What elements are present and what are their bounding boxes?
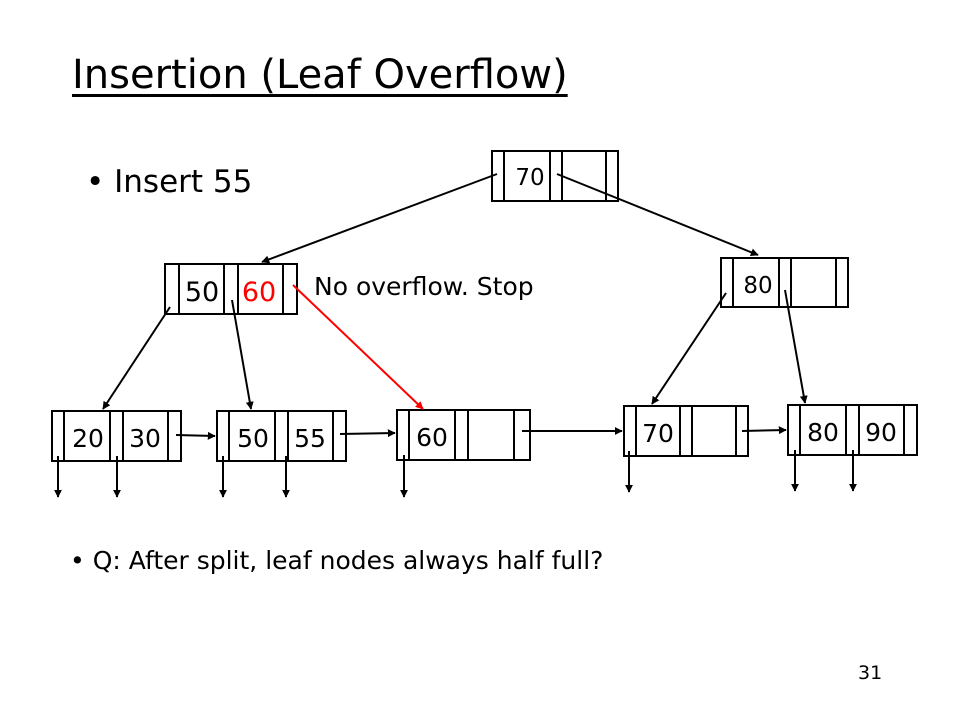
slide-title: Insertion (Leaf Overflow) xyxy=(72,52,568,98)
leaf-node-2 xyxy=(216,410,347,462)
leaf3-key-1: 60 xyxy=(416,423,448,452)
leaf4-to-leaf5-arrow xyxy=(741,426,787,435)
root-node xyxy=(491,150,619,202)
leaf5-key-1: 80 xyxy=(807,418,839,447)
left-key-1: 50 xyxy=(185,277,219,308)
leaf-node-1 xyxy=(51,410,182,462)
leaf-node-4 xyxy=(623,405,749,457)
root-to-left-arrow xyxy=(261,173,498,264)
highlighted-pointer-arrow xyxy=(292,284,424,410)
page-number: 31 xyxy=(858,662,883,684)
leaf1-key-2: 30 xyxy=(129,424,161,453)
internal-node-right xyxy=(720,257,849,308)
root-to-right-arrow xyxy=(556,173,759,257)
no-overflow-note: No overflow. Stop xyxy=(314,272,534,301)
root-key-1: 70 xyxy=(515,165,544,191)
leaf2-to-leaf3-arrow xyxy=(339,429,396,438)
right-to-leaf4-arrow xyxy=(651,292,727,405)
bullet-insert: • Insert 55 xyxy=(86,164,253,200)
right-to-leaf5-arrow xyxy=(784,289,808,404)
leaf1-to-leaf2-arrow xyxy=(175,431,216,440)
left-to-leaf1-arrow xyxy=(102,306,171,410)
leaf4-key-1: 70 xyxy=(642,419,674,448)
leaf-node-5 xyxy=(787,404,918,456)
left-key-2-highlighted: 60 xyxy=(242,277,276,308)
leaf5-key-2: 90 xyxy=(865,418,897,447)
right-key-1: 80 xyxy=(743,273,772,299)
leaf2-key-1: 50 xyxy=(237,424,269,453)
left-to-leaf2-arrow xyxy=(231,299,254,410)
internal-node-left xyxy=(164,263,298,315)
leaf2-key-2: 55 xyxy=(294,424,326,453)
leaf-node-3 xyxy=(396,409,531,461)
leaf1-key-1: 20 xyxy=(72,424,104,453)
bullet-question: • Q: After split, leaf nodes always half… xyxy=(70,546,604,575)
